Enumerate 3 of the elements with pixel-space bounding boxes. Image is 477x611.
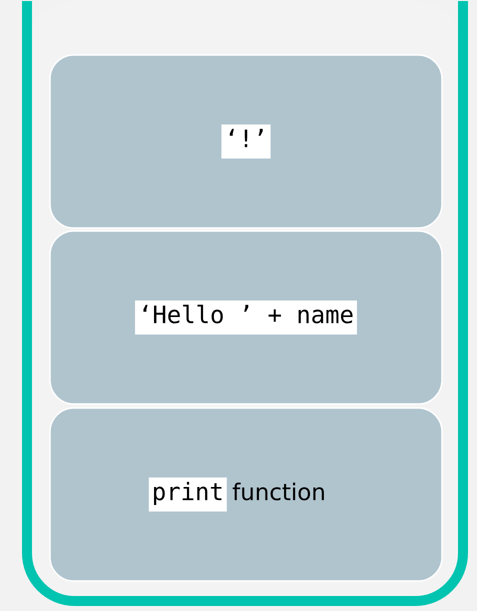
stack-box: print function bbox=[49, 407, 443, 582]
stack-box: ‘Hello ’ + name bbox=[49, 230, 443, 405]
stack-box: ‘!’ bbox=[49, 54, 443, 229]
